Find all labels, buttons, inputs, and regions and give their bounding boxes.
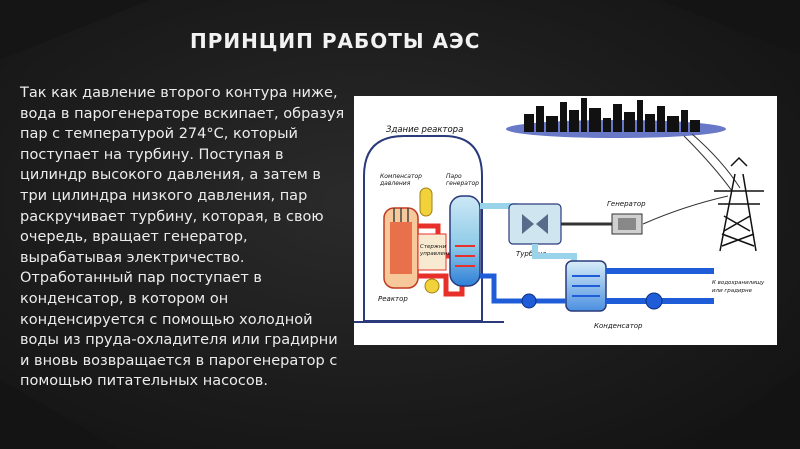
cooling-label-line2: или градирне (712, 288, 753, 294)
steam-generator (449, 195, 481, 287)
control-rods-caption: Стержни (420, 244, 446, 250)
reactor-building-label: Здание реактора (386, 125, 463, 135)
primary-pump-icon (424, 278, 440, 294)
npp-diagram: Здание реактора Компенсатор давления Пар… (354, 96, 777, 345)
control-rods-caption-line2: управления (419, 251, 455, 257)
pressurizer-label-line2: давления (379, 180, 411, 187)
reactor-vessel (383, 207, 419, 289)
feedwater-pump-icon (521, 293, 537, 309)
turbine-label: Турбина (516, 250, 547, 258)
steam-generator-label: Паро (446, 173, 462, 180)
reactor-building-outline (363, 135, 483, 322)
reactor-label: Реактор (378, 295, 408, 303)
steam-generator-label-line2: генератор (446, 180, 479, 187)
cooling-pump-icon (645, 292, 663, 310)
description-text: Так как давление второго контура ниже, в… (20, 85, 345, 390)
condenser-label: Конденсатор (594, 322, 643, 330)
condenser (565, 260, 607, 312)
generator-label: Генератор (607, 200, 646, 208)
turbine-icon (508, 203, 562, 245)
cooling-label: К водохранилищу (712, 280, 765, 286)
city-skyline-icon (506, 98, 726, 138)
control-rods-label: Компенсатор (380, 173, 422, 180)
generator-icon (611, 213, 643, 235)
pressurizer (419, 187, 433, 217)
power-transmission-tower-icon (714, 156, 764, 252)
page-title: ПРИНЦИП РАБОТЫ АЭС (190, 29, 481, 53)
